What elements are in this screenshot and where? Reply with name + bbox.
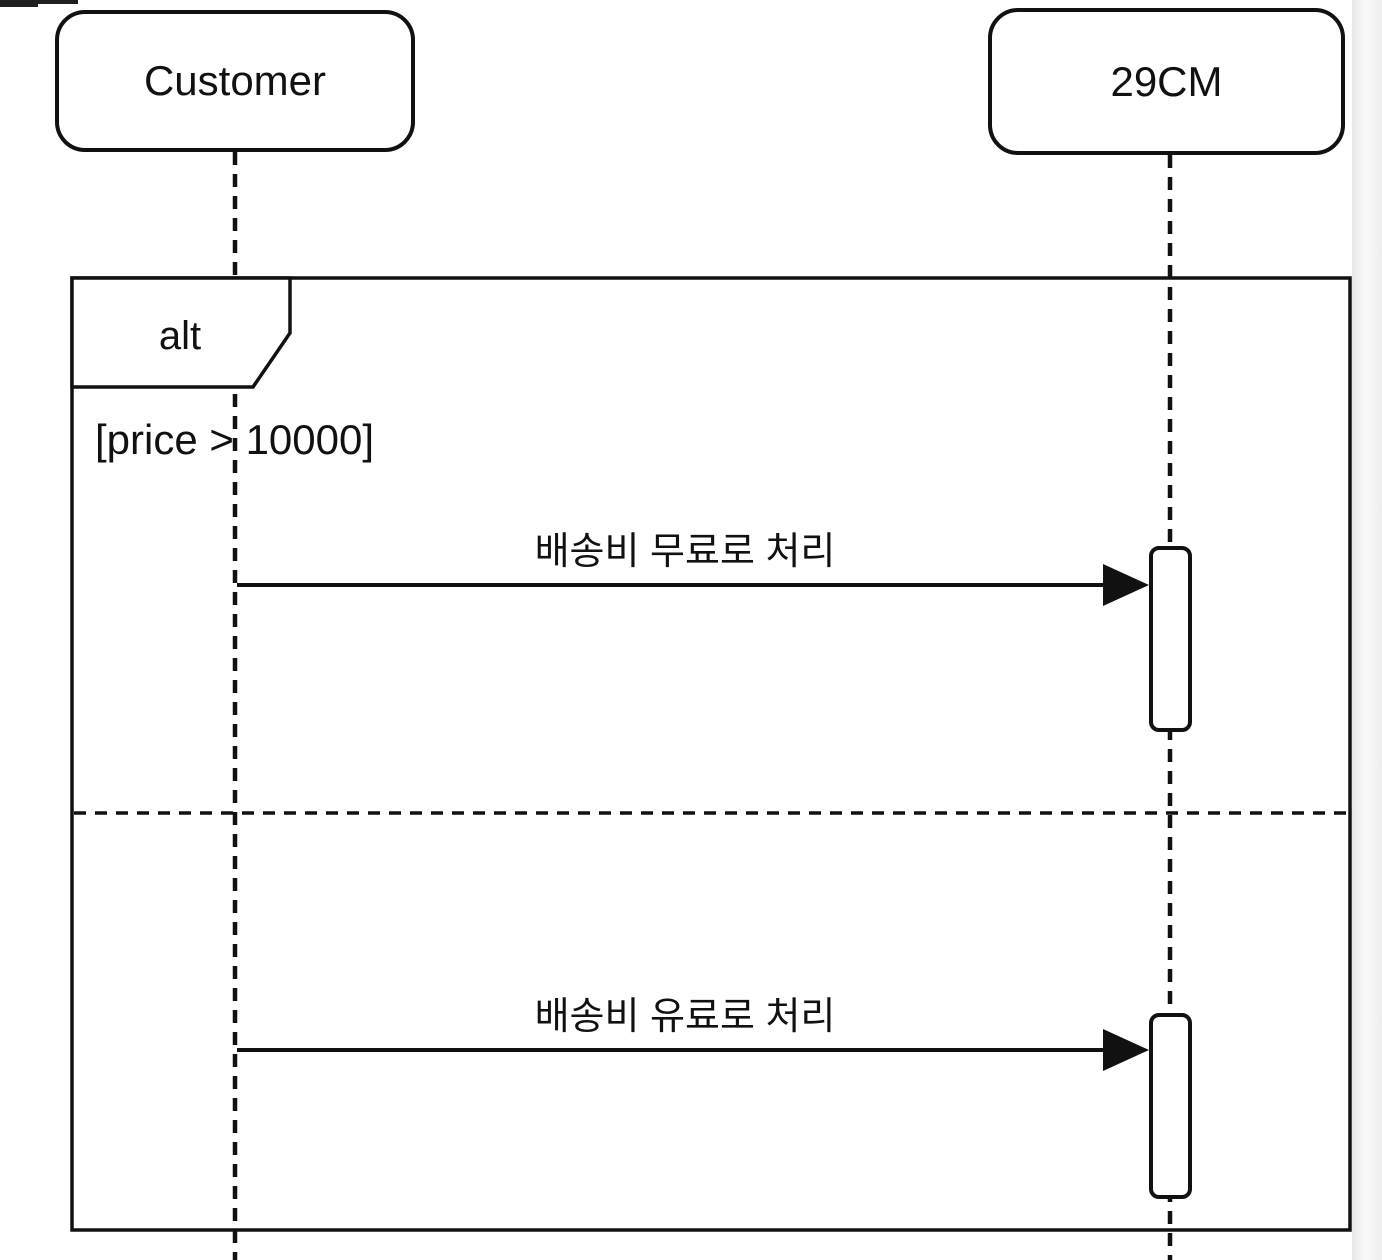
activation-bar-2 [1149, 1013, 1192, 1199]
alt-fragment-frame [70, 276, 1352, 1232]
activation-bar-1 [1149, 546, 1192, 732]
guard-condition-label: [price > 10000] [95, 416, 375, 463]
participant-customer: Customer [55, 10, 415, 152]
participant-29cm: 29CM [988, 8, 1345, 155]
alt-operator-pentagon [70, 276, 292, 389]
message-1-arrowhead [1103, 564, 1149, 606]
top-left-edge-artifact-thick [0, 0, 38, 7]
message-2-label: 배송비 유료로 처리 [534, 996, 836, 1038]
message-2-arrowhead [1103, 1029, 1149, 1071]
participant-customer-label: Customer [143, 57, 327, 104]
message-1-label: 배송비 무료로 처리 [534, 531, 836, 573]
participant-29cm-label: 29CM [1110, 57, 1223, 105]
top-left-edge-artifact [0, 0, 78, 4]
right-edge-shading [1352, 0, 1382, 1260]
alt-operator-label: alt [158, 314, 202, 358]
